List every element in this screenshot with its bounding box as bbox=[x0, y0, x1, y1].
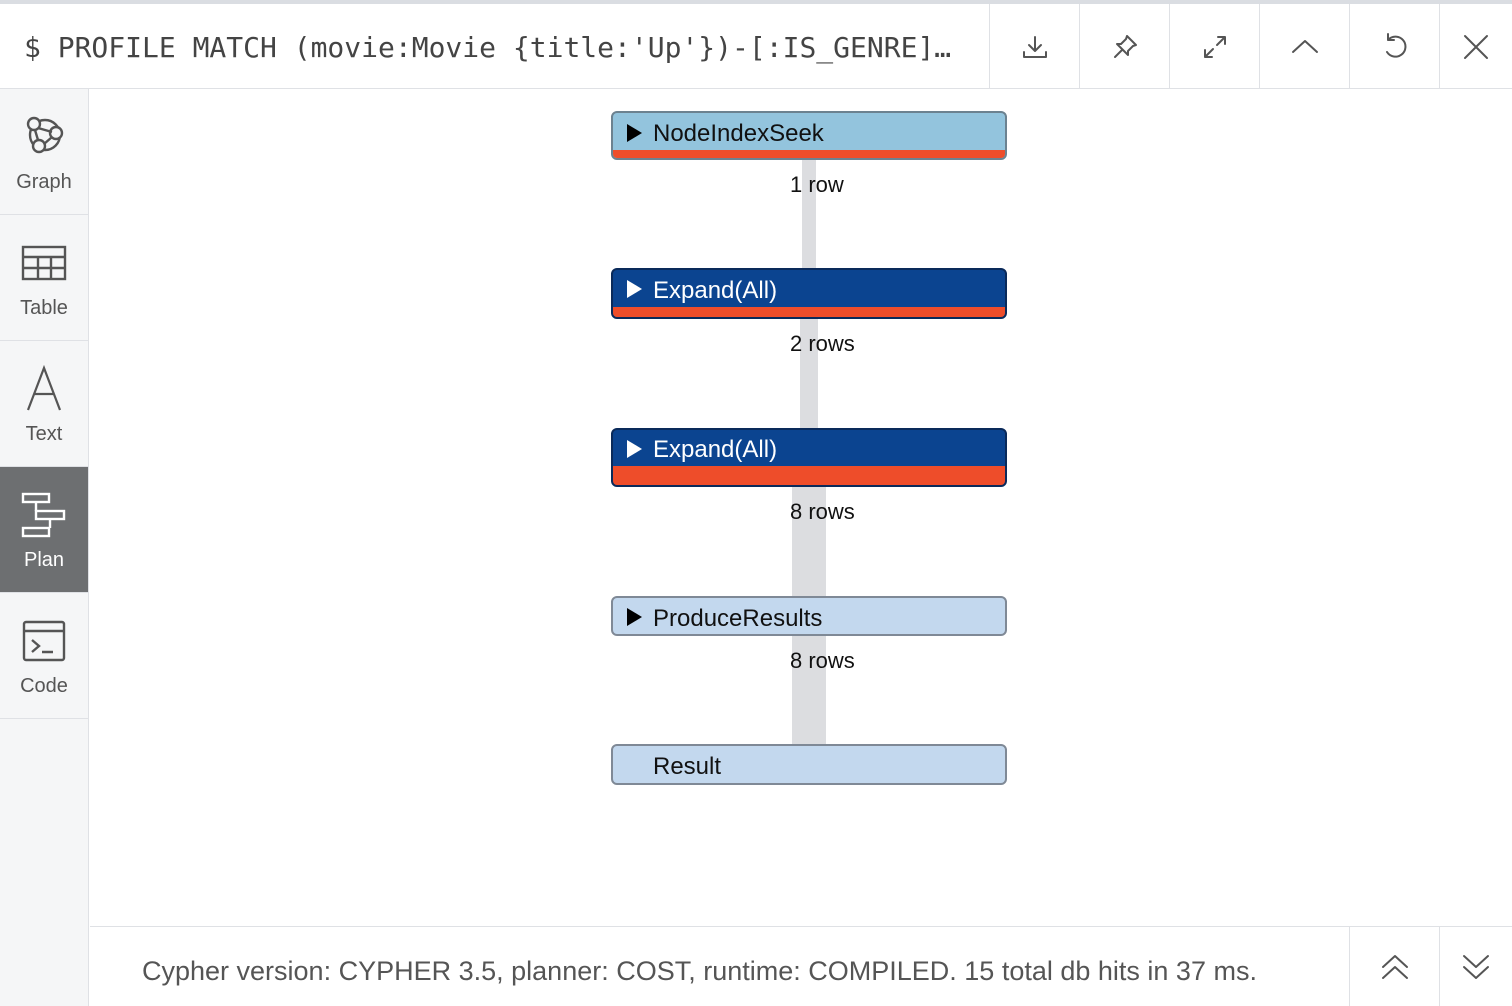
row-count: 8 rows bbox=[790, 648, 855, 673]
top-border bbox=[0, 0, 1512, 4]
sidebar-item-graph[interactable]: Graph bbox=[0, 89, 88, 215]
plan-operator-produce-results[interactable]: ProduceResults bbox=[611, 596, 1007, 636]
plan-operator-expand-all[interactable]: Expand(All) bbox=[611, 428, 1007, 487]
table-icon bbox=[21, 245, 67, 281]
cost-bar bbox=[613, 307, 1005, 317]
status-bar: Cypher version: CYPHER 3.5, planner: COS… bbox=[90, 926, 1512, 1006]
plan-operator-expand-all[interactable]: Expand(All) bbox=[611, 268, 1007, 319]
rerun-button[interactable] bbox=[1349, 4, 1439, 89]
row-count: 8 rows bbox=[790, 499, 855, 524]
row-count: 1 row bbox=[790, 172, 844, 197]
operator-name: NodeIndexSeek bbox=[653, 120, 824, 147]
expand-triangle-icon bbox=[627, 440, 642, 458]
query-command[interactable]: $ PROFILE MATCH (movie:Movie {title:'Up'… bbox=[24, 31, 952, 64]
graph-icon bbox=[26, 116, 64, 154]
plan-connector bbox=[800, 318, 818, 428]
row-count: 2 rows bbox=[790, 331, 855, 356]
close-button[interactable] bbox=[1439, 4, 1512, 89]
operator-name: Expand(All) bbox=[653, 277, 778, 304]
scroll-up-icon bbox=[1381, 955, 1408, 979]
plan-connector bbox=[792, 486, 826, 596]
fullscreen-button[interactable] bbox=[1169, 4, 1259, 89]
cost-bar bbox=[613, 466, 1005, 485]
frame-header: $ PROFILE MATCH (movie:Movie {title:'Up'… bbox=[0, 4, 1512, 89]
scroll-up-button[interactable] bbox=[1349, 927, 1439, 1006]
sidebar-item-label: Table bbox=[20, 297, 68, 319]
operator-name: Result bbox=[653, 753, 722, 780]
sidebar-item-label: Text bbox=[25, 423, 63, 445]
operator-name: Expand(All) bbox=[653, 436, 778, 463]
rerun-icon bbox=[1385, 32, 1406, 58]
collapse-up-icon bbox=[1291, 39, 1318, 53]
pin-button[interactable] bbox=[1079, 4, 1169, 89]
plan-operator-result[interactable]: Result bbox=[611, 744, 1007, 785]
plan-connector bbox=[802, 159, 816, 269]
sidebar-item-text[interactable]: Text bbox=[0, 341, 88, 467]
download-button[interactable] bbox=[989, 4, 1079, 89]
close-icon bbox=[1464, 34, 1488, 59]
cost-bar bbox=[613, 150, 1005, 158]
sidebar-item-label: Plan bbox=[23, 549, 65, 571]
sidebar-item-label: Code bbox=[20, 675, 68, 697]
plan-operator-node-index-seek[interactable]: NodeIndexSeek bbox=[611, 111, 1007, 160]
code-icon bbox=[22, 620, 66, 662]
operator-name: ProduceResults bbox=[653, 605, 823, 632]
query-plan-view: NodeIndexSeek 1 row Expand(All) 2 rows E… bbox=[90, 89, 1512, 926]
view-sidebar: Graph Table Text Plan bbox=[0, 89, 89, 1006]
expand-triangle-icon bbox=[627, 280, 642, 298]
status-text: Cypher version: CYPHER 3.5, planner: COS… bbox=[142, 956, 1257, 986]
expand-icon bbox=[1203, 35, 1226, 58]
download-icon bbox=[1022, 35, 1047, 58]
text-icon bbox=[26, 364, 62, 411]
scroll-down-button[interactable] bbox=[1439, 927, 1512, 1006]
sidebar-item-plan[interactable]: Plan bbox=[0, 467, 88, 593]
collapse-button[interactable] bbox=[1259, 4, 1349, 89]
expand-triangle-icon bbox=[627, 124, 642, 142]
plan-icon bbox=[21, 492, 66, 538]
sidebar-item-table[interactable]: Table bbox=[0, 215, 88, 341]
expand-triangle-icon bbox=[627, 608, 642, 626]
pin-icon bbox=[1113, 34, 1137, 58]
scroll-down-icon bbox=[1463, 955, 1489, 979]
plan-connector bbox=[792, 635, 826, 745]
sidebar-item-code[interactable]: Code bbox=[0, 593, 88, 719]
sidebar-item-label: Graph bbox=[16, 171, 72, 193]
